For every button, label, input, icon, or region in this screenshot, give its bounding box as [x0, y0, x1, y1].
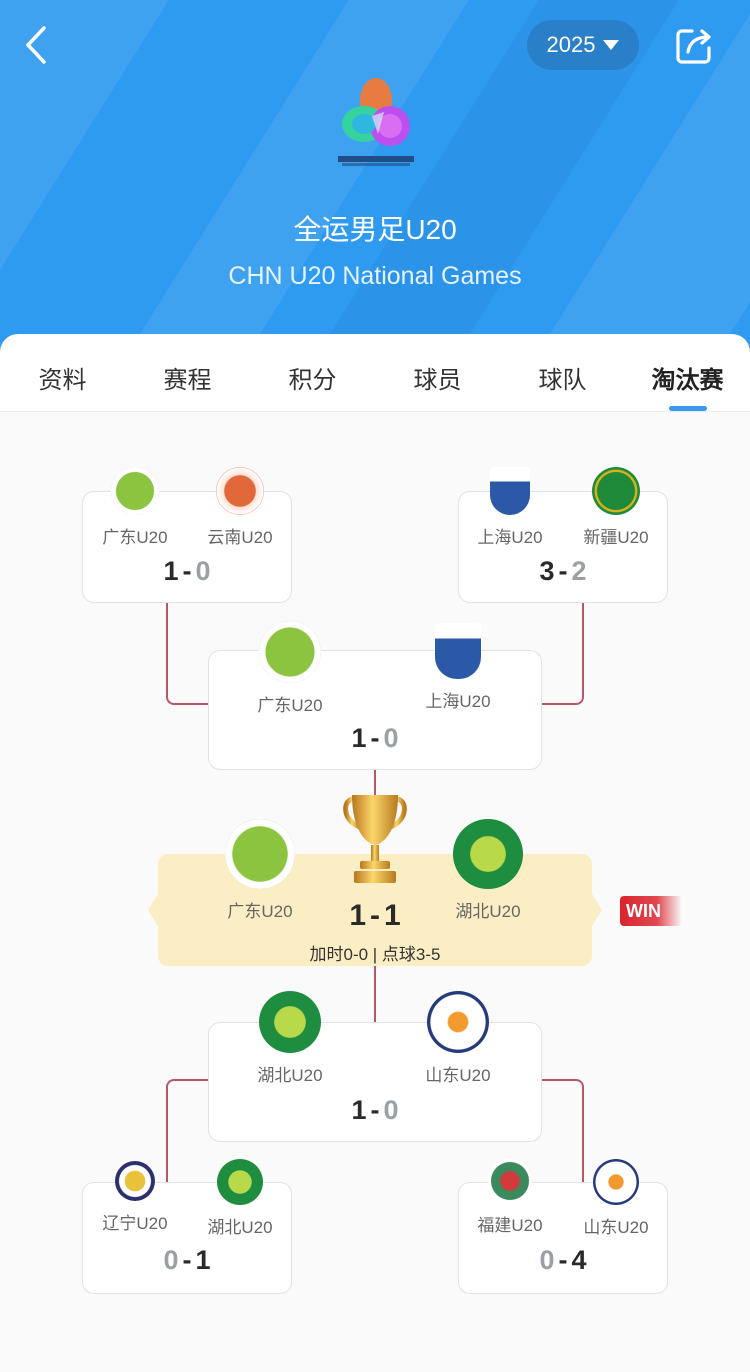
tab-label: 球员: [413, 366, 462, 394]
year-value: 2025: [546, 32, 596, 57]
team-name: 辽宁U20: [102, 1214, 168, 1233]
team-name: 广东U20: [227, 902, 293, 921]
team-badge-shandong: [593, 1159, 639, 1205]
team-badge-guangdong: [259, 621, 321, 683]
team-away: 山东U20: [398, 991, 518, 1086]
match-score: 1-0: [351, 723, 399, 753]
back-button[interactable]: [20, 22, 60, 68]
team-name: 山东U20: [583, 1218, 649, 1237]
team-badge-hubei: [217, 1159, 263, 1205]
tab-knockout[interactable]: 淘汰赛: [625, 334, 750, 411]
team-badge-guangdong: [111, 467, 159, 515]
team-name: 新疆U20: [583, 528, 649, 547]
active-tab-indicator: [668, 406, 707, 411]
team-home: 辽宁U20: [75, 1161, 195, 1234]
match-score: 1-0: [351, 1095, 399, 1125]
team-name: 云南U20: [207, 528, 273, 547]
team-away: 湖北U20: [428, 819, 548, 922]
team-home: 广东U20: [230, 621, 350, 716]
team-name: 广东U20: [257, 696, 323, 715]
tab-schedule[interactable]: 赛程: [125, 334, 250, 411]
team-badge-guangdong: [225, 819, 295, 889]
tab-standings[interactable]: 积分: [250, 334, 375, 411]
team-away: 湖北U20: [180, 1159, 300, 1238]
tab-label: 资料: [38, 366, 87, 394]
match-card-sf2[interactable]: [208, 1022, 542, 1142]
team-name: 广东U20: [102, 528, 168, 547]
team-name: 上海U20: [425, 692, 491, 711]
match-card-qf4[interactable]: [458, 1182, 668, 1294]
team-badge-liaoning: [115, 1161, 155, 1201]
match-score: 1-0: [163, 556, 211, 586]
match-card-qf1[interactable]: [82, 491, 292, 603]
team-badge-shandong: [427, 991, 489, 1053]
bracket-connector: [166, 603, 208, 705]
trophy-icon: [343, 795, 407, 883]
knockout-bracket: 广东U20 云南U20 1-0 上海U20 新疆U20 3-2 广东U20 上海…: [0, 413, 750, 1372]
match-card-sf1[interactable]: [208, 650, 542, 770]
team-away: 新疆U20: [556, 467, 676, 548]
tab-label: 赛程: [163, 366, 212, 394]
team-badge-hubei: [259, 991, 321, 1053]
team-name: 湖北U20: [207, 1218, 273, 1237]
bracket-connector: [374, 966, 376, 1022]
tab-teams[interactable]: 球队: [500, 334, 625, 411]
team-home: 福建U20: [450, 1159, 570, 1236]
team-badge-shanghai: [490, 467, 530, 515]
bracket-connector: [374, 770, 376, 812]
chevron-left-icon: [26, 26, 46, 64]
team-badge-xinjiang: [592, 467, 640, 515]
team-home: 湖北U20: [230, 991, 350, 1086]
tab-label: 淘汰赛: [651, 366, 724, 394]
tab-info[interactable]: 资料: [0, 334, 125, 411]
match-score: 3-2: [539, 556, 587, 586]
team-away: 上海U20: [398, 623, 518, 712]
match-score: 0-1: [163, 1245, 211, 1275]
share-button[interactable]: [674, 26, 714, 66]
year-dropdown[interactable]: 2025: [527, 20, 639, 70]
team-badge-shanghai: [435, 623, 481, 679]
team-away: 云南U20: [180, 467, 300, 548]
team-badge-yunnan: [216, 467, 264, 515]
team-name: 湖北U20: [257, 1066, 323, 1085]
team-badge-hubei: [453, 819, 523, 889]
bracket-connector: [542, 603, 584, 705]
match-score: 0-4: [539, 1245, 587, 1275]
match-card-qf3[interactable]: [82, 1182, 292, 1294]
share-icon: [676, 29, 711, 64]
tab-label: 球队: [538, 366, 587, 394]
team-home: 广东U20: [200, 819, 320, 922]
team-name: 山东U20: [425, 1066, 491, 1085]
win-badge: WIN: [620, 896, 682, 926]
team-name: 湖北U20: [455, 902, 521, 921]
team-name: 上海U20: [477, 528, 543, 547]
bracket-connector: [542, 1079, 584, 1183]
tab-label: 积分: [288, 366, 337, 394]
tab-players[interactable]: 球员: [375, 334, 500, 411]
team-badge-fujian: [488, 1159, 532, 1203]
bracket-connector: [166, 1079, 208, 1183]
games-logo: [334, 76, 418, 168]
competition-subtitle: CHN U20 National Games: [228, 262, 522, 290]
team-away: 山东U20: [556, 1159, 676, 1238]
final-score: 1-1: [349, 899, 401, 932]
team-home: 广东U20: [75, 467, 195, 548]
team-home: 上海U20: [450, 467, 570, 548]
caret-down-icon: [603, 40, 620, 50]
team-name: 福建U20: [477, 1216, 543, 1235]
header: 2025 全运男足U20 CHN U20 National Games: [0, 0, 750, 360]
match-card-qf2[interactable]: [458, 491, 668, 603]
competition-title: 全运男足U20: [293, 214, 457, 245]
final-extra-time-penalties: 加时0-0 | 点球3-5: [309, 945, 441, 964]
tab-bar: 资料 赛程 积分 球员 球队 淘汰赛: [0, 334, 750, 412]
